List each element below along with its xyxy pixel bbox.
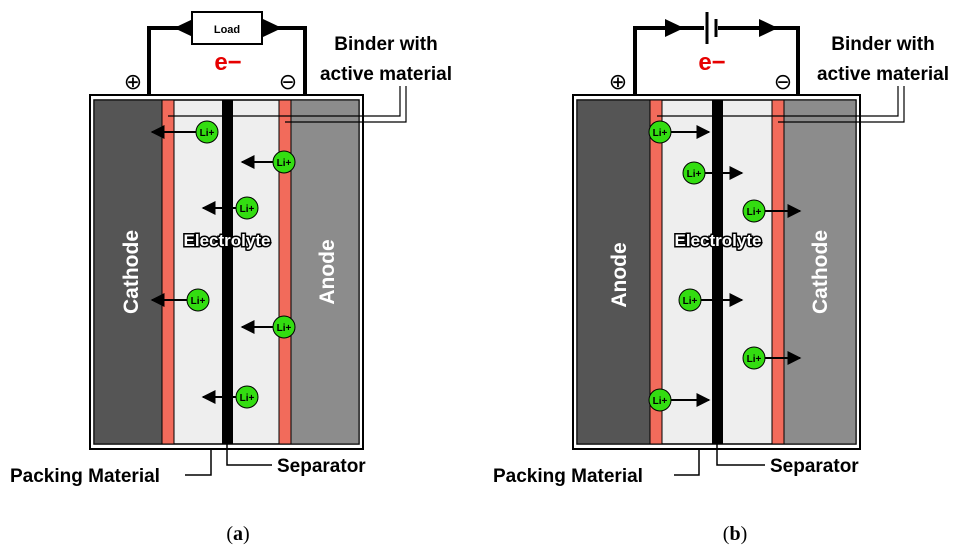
separator-leader-line xyxy=(226,444,272,466)
right-binder xyxy=(771,99,785,445)
plus-terminal-icon: ⊕ xyxy=(609,70,627,95)
separator-label: Separator xyxy=(277,456,366,477)
svg-text:Li+: Li+ xyxy=(191,296,206,307)
separator xyxy=(712,100,723,444)
separator-leader-line xyxy=(716,444,765,466)
right-electrode-label: Anode xyxy=(316,239,339,304)
electron-label: e− xyxy=(214,49,241,76)
li-ion xyxy=(195,120,219,144)
electron-label: e− xyxy=(698,49,725,76)
panel-b: e− ⊕ ⊖ Binder with active material Anode… xyxy=(493,12,949,545)
svg-text:Li+: Li+ xyxy=(747,354,762,365)
binder-label-line2: active material xyxy=(817,64,949,85)
svg-text:Li+: Li+ xyxy=(747,207,762,218)
svg-text:Li+: Li+ xyxy=(240,204,255,215)
li-ion xyxy=(186,288,210,312)
arrow-right-icon xyxy=(759,19,778,37)
binder-leader-line xyxy=(168,86,407,123)
minus-terminal-icon: ⊖ xyxy=(279,70,297,95)
packing-label: Packing Material xyxy=(493,466,643,487)
packing-leader-line xyxy=(185,449,212,476)
arrow-right-icon xyxy=(665,19,684,37)
arrow-right-icon xyxy=(263,19,282,37)
svg-text:Li+: Li+ xyxy=(277,158,292,169)
panel-a: Load e− ⊕ ⊖ Binder with active material … xyxy=(10,11,452,545)
left-electrode xyxy=(93,99,163,445)
left-binder xyxy=(649,99,663,445)
left-electrode xyxy=(576,99,651,445)
caption-b: (b) xyxy=(723,523,747,545)
svg-text:Li+: Li+ xyxy=(200,128,215,139)
packing-leader-line xyxy=(674,449,700,476)
left-electrode-label: Anode xyxy=(608,242,631,307)
svg-text:Li+: Li+ xyxy=(683,296,698,307)
svg-text:Li+: Li+ xyxy=(653,128,668,139)
right-electrode xyxy=(290,99,360,445)
separator xyxy=(222,100,233,444)
electrolyte-label: Electrolyte xyxy=(675,231,762,250)
load-label: Load xyxy=(214,24,240,36)
binder-label-line2: active material xyxy=(320,64,452,85)
li-ion xyxy=(272,150,296,174)
minus-terminal-icon: ⊖ xyxy=(774,70,792,95)
left-electrode-label: Cathode xyxy=(120,230,143,314)
electrolyte-label: Electrolyte xyxy=(184,231,271,250)
svg-text:Li+: Li+ xyxy=(653,396,668,407)
svg-text:Li+: Li+ xyxy=(277,323,292,334)
load-box xyxy=(191,11,263,45)
li-ion xyxy=(235,196,259,220)
left-binder xyxy=(161,99,175,445)
binder-label-line1: Binder with xyxy=(334,34,437,55)
binder-label-line1: Binder with xyxy=(831,34,934,55)
plus-terminal-icon: ⊕ xyxy=(124,70,142,95)
arrow-left-icon xyxy=(174,19,193,37)
li-ion xyxy=(272,315,296,339)
packing-label: Packing Material xyxy=(10,466,160,487)
svg-text:Li+: Li+ xyxy=(240,393,255,404)
right-electrode-label: Cathode xyxy=(809,230,832,314)
caption-a: (a) xyxy=(226,523,249,545)
binder-leader-line xyxy=(657,86,905,123)
li-ion xyxy=(235,385,259,409)
separator-label: Separator xyxy=(770,456,859,477)
right-electrode xyxy=(783,99,857,445)
svg-text:Li+: Li+ xyxy=(687,169,702,180)
